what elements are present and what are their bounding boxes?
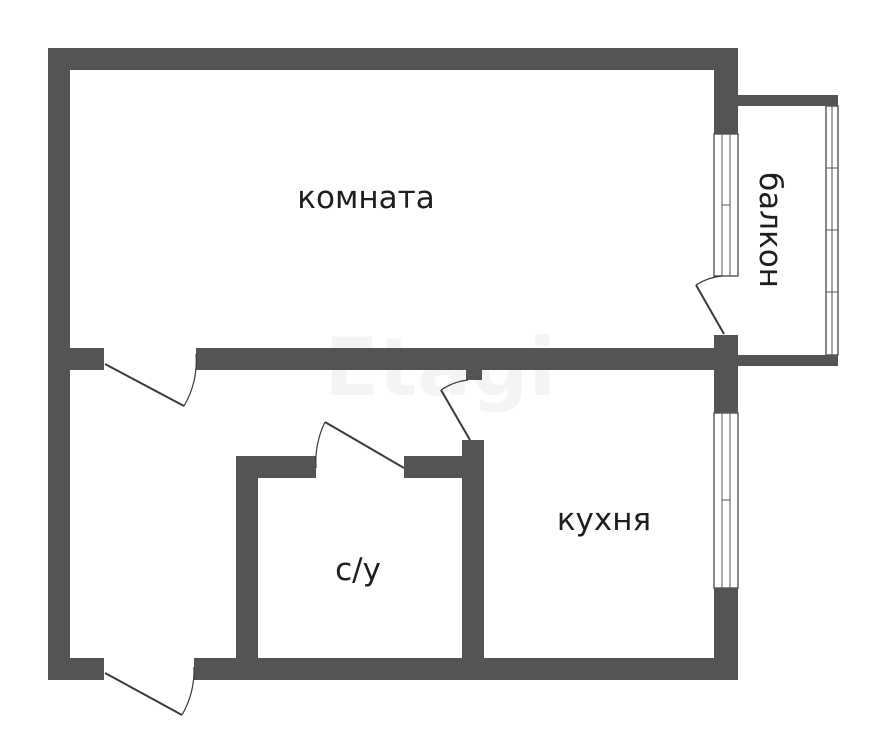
bathroom-door [315,421,405,469]
outer-wall-top [48,48,738,70]
room-label-living: комната [297,180,434,216]
windows [713,105,839,589]
doors [104,275,725,716]
bathroom-wall-top-right [404,456,484,478]
balcony-door [695,275,725,335]
outer-wall-bottom-left [48,658,104,680]
room-label-balcony: балкон [752,172,788,288]
kitchen-partition-wall [462,440,484,680]
room-label-bathroom: с/у [335,552,381,588]
balcony-wall-bottom [736,355,838,366]
balcony-wall-top [736,95,838,106]
kitchen-door [440,379,471,441]
outer-wall-right-upper [714,48,738,134]
room-label-kitchen: кухня [557,502,651,538]
bathroom-wall-left [236,456,258,680]
outer-wall-right-middle [714,335,738,413]
walls [48,48,838,680]
kitchen-door-stub [466,366,482,380]
middle-wall-right [196,348,738,370]
entrance-door [104,666,195,716]
living-room-door [104,353,197,407]
middle-wall-left [48,348,104,370]
